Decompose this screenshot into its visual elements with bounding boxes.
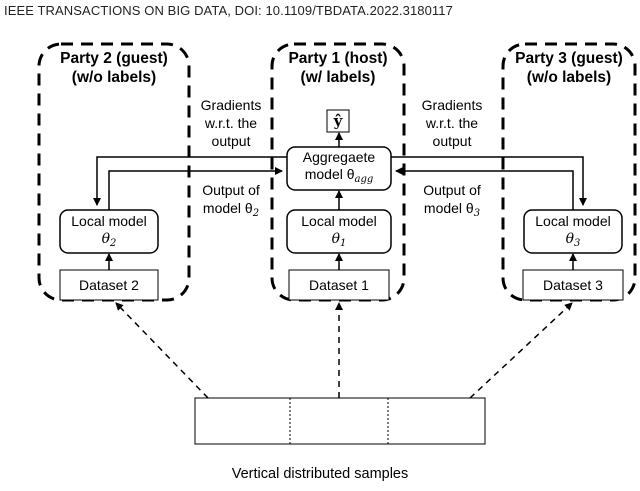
party1-theta: θ [331,231,341,247]
output-right-label: Output of model θ3 [409,181,495,220]
party1-subtitle-line: (w/ labels) [300,69,376,86]
output-right-line1: Output of [423,182,481,198]
output-left-line2: model θ [202,200,253,216]
samples-caption: Vertical distributed samples [231,466,409,482]
output-left-label: Output of model θ2 [190,181,272,220]
party2-theta-sub: 2 [110,238,117,249]
agg-model-label: Aggregaete model θagg [287,149,391,185]
output-from-party2-arrow [108,167,283,210]
party2-dataset-label: Dataset 2 [79,277,139,293]
party1-theta-sub: 1 [340,238,347,249]
party3-title-line: Party 3 (guest) [515,50,623,67]
output-left-line1: Output of [202,182,260,198]
agg-model-line1: Aggregaete [302,149,376,165]
party3-subtitle-line: (w/o labels) [526,69,612,86]
gradients-right-line3: output [432,133,472,149]
party3-local-model-label: Local model θ3 [524,213,622,249]
party3-theta-sub: 3 [574,238,581,249]
party1-title: Party 1 (host) (w/ labels) [272,49,404,87]
samples-table [194,397,486,445]
gradients-right-line2: w.r.t. the [425,115,479,131]
page-header: IEEE TRANSACTIONS ON BIG DATA, DOI: 10.1… [4,3,453,18]
party1-dataset-label: Dataset 1 [309,277,369,293]
party2-local-model-text: Local model [71,213,147,229]
party2-title: Party 2 (guest) (w/o labels) [39,49,189,87]
gradients-left-label: Gradients w.r.t. the output [190,96,272,150]
output-left-sub: 2 [252,208,260,219]
party3-local-model-text: Local model [535,213,611,229]
party3-title: Party 3 (guest) (w/o labels) [503,49,635,87]
agg-model-text: model θ [304,166,355,182]
output-right-line2: model θ [423,200,474,216]
gradients-left-line1: Gradients [200,97,262,113]
party2-subtitle-line: (w/o labels) [71,69,157,86]
gradients-right-line1: Gradients [421,97,483,113]
party1-title-line: Party 1 (host) [288,50,388,67]
samples-to-dataset2-arrow [115,302,209,399]
gradients-to-party3-arrow [391,156,587,206]
output-yhat: ŷ [333,112,343,130]
gradients-to-party2-arrow [93,156,287,206]
party3-theta: θ [565,231,575,247]
party3-dataset-box [522,269,624,301]
party2-title-line: Party 2 (guest) [60,50,168,67]
party1-container [270,42,406,302]
gradients-left-line2: w.r.t. the [204,115,258,131]
party1-dataset-box [288,269,390,301]
party1-local-model-label: Local model θ1 [287,213,391,249]
party2-container [37,42,191,302]
party2-theta: θ [101,231,111,247]
agg-model-subscript: agg [354,174,374,185]
output-from-party3-arrow [395,167,574,210]
party2-local-model-label: Local model θ2 [60,213,158,249]
gradients-right-label: Gradients w.r.t. the output [409,96,495,150]
party3-dataset-label: Dataset 3 [543,277,603,293]
agg-model-line2: model θagg [287,166,391,185]
gradients-left-line3: output [211,133,251,149]
party3-container [501,42,637,302]
samples-to-dataset3-arrow [469,302,573,399]
output-right-sub: 3 [473,208,481,219]
party1-local-model-text: Local model [301,213,377,229]
